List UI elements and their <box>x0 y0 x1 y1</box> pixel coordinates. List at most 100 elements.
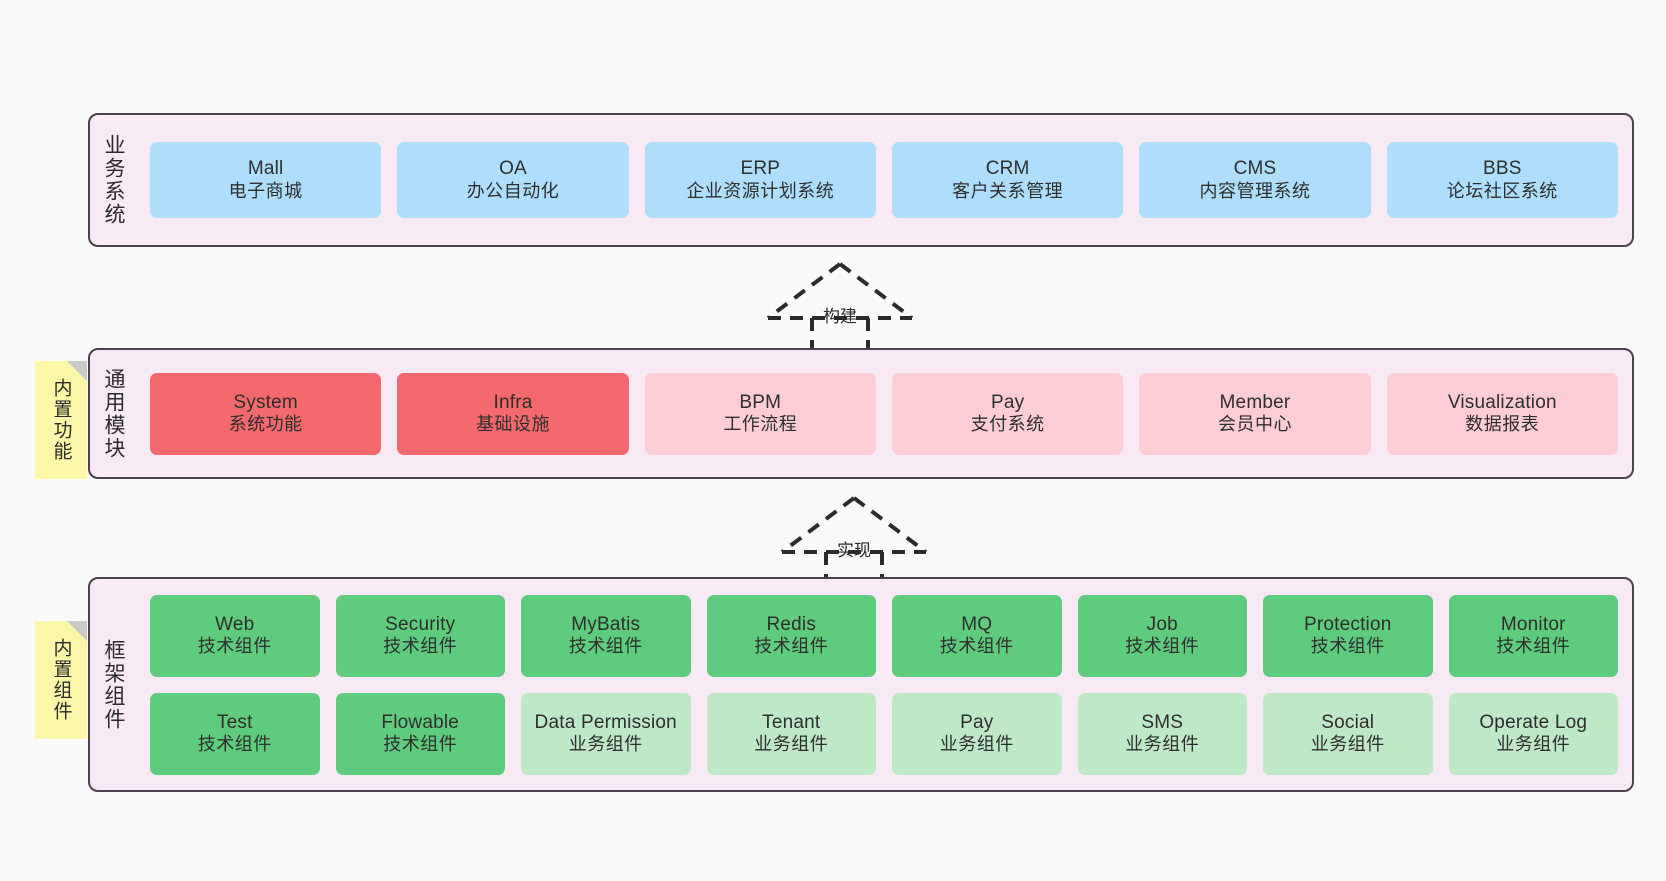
module-name-en: CMS <box>1233 158 1277 180</box>
component-box-redis[interactable]: Redis 技术组件 <box>706 594 876 677</box>
module-box-erp[interactable]: ERP 企业资源计划系统 <box>644 142 876 218</box>
component-box-social[interactable]: Social 业务组件 <box>1263 692 1433 775</box>
component-name-en: Operate Log <box>1479 711 1588 733</box>
component-box-sms[interactable]: SMS 业务组件 <box>1077 692 1247 775</box>
component-box-protection[interactable]: Protection 技术组件 <box>1263 594 1433 677</box>
component-box-mq[interactable]: MQ 技术组件 <box>892 594 1062 677</box>
layer-common-module: 通用模块 System 系统功能 Infra 基础设施 BPM 工作流程 Pay… <box>88 348 1634 479</box>
layer-title-business: 业务系统 <box>102 134 126 226</box>
module-name-en: Pay <box>990 391 1025 413</box>
module-name-cn: 论坛社区系统 <box>1446 180 1558 201</box>
module-name-cn: 办公自动化 <box>466 180 560 201</box>
layer-boxes-framework: Web 技术组件 Security 技术组件 MyBatis 技术组件 Redi… <box>136 579 1632 790</box>
component-name-cn: 业务组件 <box>1496 734 1571 755</box>
component-name-en: Test <box>216 711 253 733</box>
component-name-cn: 技术组件 <box>939 636 1014 657</box>
component-box-data-permission[interactable]: Data Permission 业务组件 <box>521 692 691 775</box>
layer-boxes-common: System 系统功能 Infra 基础设施 BPM 工作流程 Pay 支付系统… <box>136 350 1632 477</box>
module-name-en: OA <box>499 158 527 180</box>
module-name-en: BPM <box>739 391 782 413</box>
connector-implement: 实现 <box>774 492 934 588</box>
component-name-cn: 技术组件 <box>1496 636 1571 657</box>
component-name-en: MyBatis <box>571 613 641 635</box>
note-label: 内置功能 <box>50 378 72 462</box>
module-name-cn: 内容管理系统 <box>1199 180 1311 201</box>
module-name-cn: 基础设施 <box>475 414 550 435</box>
module-name-en: CRM <box>985 158 1030 180</box>
layer-boxes-business: Mall 电子商城 OA 办公自动化 ERP 企业资源计划系统 CRM 客户关系… <box>136 115 1632 245</box>
component-box-pay[interactable]: Pay 业务组件 <box>892 692 1062 775</box>
component-box-monitor[interactable]: Monitor 技术组件 <box>1448 594 1618 677</box>
component-box-security[interactable]: Security 技术组件 <box>335 594 505 677</box>
module-name-en: Infra <box>493 391 533 413</box>
module-name-cn: 工作流程 <box>723 414 798 435</box>
component-name-en: Pay <box>960 711 994 733</box>
component-box-test[interactable]: Test 技术组件 <box>150 692 320 775</box>
component-name-en: Social <box>1321 711 1375 733</box>
component-name-cn: 业务组件 <box>754 734 829 755</box>
module-box-bpm[interactable]: BPM 工作流程 <box>644 372 876 455</box>
module-box-cms[interactable]: CMS 内容管理系统 <box>1139 142 1371 218</box>
connector-build: 构建 <box>760 258 920 354</box>
component-name-cn: 业务组件 <box>939 734 1014 755</box>
component-name-en: Monitor <box>1500 613 1566 635</box>
module-box-pay[interactable]: Pay 支付系统 <box>891 372 1124 455</box>
component-box-flowable[interactable]: Flowable 技术组件 <box>335 692 505 775</box>
box-row: Mall 电子商城 OA 办公自动化 ERP 企业资源计划系统 CRM 客户关系… <box>150 142 1618 218</box>
component-name-cn: 业务组件 <box>1125 734 1200 755</box>
layer-title-common: 通用模块 <box>102 367 126 460</box>
component-name-cn: 技术组件 <box>1310 636 1385 657</box>
component-name-cn: 业务组件 <box>568 734 643 755</box>
component-name-en: Protection <box>1303 613 1392 635</box>
layer-title-framework: 框架组件 <box>102 638 126 731</box>
layer-business-system: 业务系统 Mall 电子商城 OA 办公自动化 ERP 企业资源计划系统 CRM… <box>88 113 1634 247</box>
component-name-cn: 业务组件 <box>1310 734 1385 755</box>
component-box-web[interactable]: Web 技术组件 <box>150 594 320 677</box>
component-name-cn: 技术组件 <box>197 636 272 657</box>
component-name-cn: 技术组件 <box>568 636 643 657</box>
component-name-en: Redis <box>766 613 817 635</box>
component-name-en: Data Permission <box>534 711 677 733</box>
module-box-system[interactable]: System 系统功能 <box>150 372 382 455</box>
module-box-mall[interactable]: Mall 电子商城 <box>150 142 382 218</box>
component-name-cn: 技术组件 <box>1125 636 1200 657</box>
component-name-cn: 技术组件 <box>197 734 272 755</box>
module-name-en: ERP <box>740 158 781 180</box>
component-name-en: Flowable <box>381 711 460 733</box>
component-box-mybatis[interactable]: MyBatis 技术组件 <box>521 594 691 677</box>
module-name-en: Visualization <box>1447 391 1557 413</box>
module-name-cn: 企业资源计划系统 <box>686 180 835 201</box>
module-box-oa[interactable]: OA 办公自动化 <box>397 142 629 218</box>
module-name-cn: 会员中心 <box>1217 414 1292 435</box>
box-row: Test 技术组件 Flowable 技术组件 Data Permission … <box>150 692 1618 775</box>
component-name-en: Web <box>215 613 255 635</box>
module-box-crm[interactable]: CRM 客户关系管理 <box>891 142 1124 218</box>
module-name-en: System <box>233 391 298 413</box>
module-name-cn: 数据报表 <box>1465 414 1540 435</box>
component-name-cn: 技术组件 <box>383 734 458 755</box>
component-name-en: SMS <box>1141 711 1184 733</box>
component-name-cn: 技术组件 <box>383 636 458 657</box>
module-box-infra[interactable]: Infra 基础设施 <box>397 372 629 455</box>
module-box-bbs[interactable]: BBS 论坛社区系统 <box>1386 142 1618 218</box>
component-box-job[interactable]: Job 技术组件 <box>1077 594 1247 677</box>
component-box-operate-log[interactable]: Operate Log 业务组件 <box>1448 692 1618 775</box>
connector-label-implement: 实现 <box>837 541 871 560</box>
module-name-cn: 系统功能 <box>228 414 303 435</box>
module-box-visualization[interactable]: Visualization 数据报表 <box>1386 372 1618 455</box>
note-builtin-function: 内置功能 <box>35 361 87 479</box>
module-name-cn: 电子商城 <box>228 180 303 201</box>
component-name-en: MQ <box>961 613 993 635</box>
component-name-en: Job <box>1146 613 1178 635</box>
box-row: System 系统功能 Infra 基础设施 BPM 工作流程 Pay 支付系统… <box>150 372 1618 455</box>
component-name-en: Tenant <box>762 711 821 733</box>
module-name-cn: 支付系统 <box>970 414 1045 435</box>
box-row: Web 技术组件 Security 技术组件 MyBatis 技术组件 Redi… <box>150 594 1618 677</box>
layer-framework-component: 框架组件 Web 技术组件 Security 技术组件 MyBatis 技术组件… <box>88 577 1634 792</box>
component-box-tenant[interactable]: Tenant 业务组件 <box>706 692 876 775</box>
module-box-member[interactable]: Member 会员中心 <box>1139 372 1371 455</box>
module-name-en: BBS <box>1482 158 1522 180</box>
component-name-cn: 技术组件 <box>754 636 829 657</box>
connector-label-build: 构建 <box>823 307 857 326</box>
